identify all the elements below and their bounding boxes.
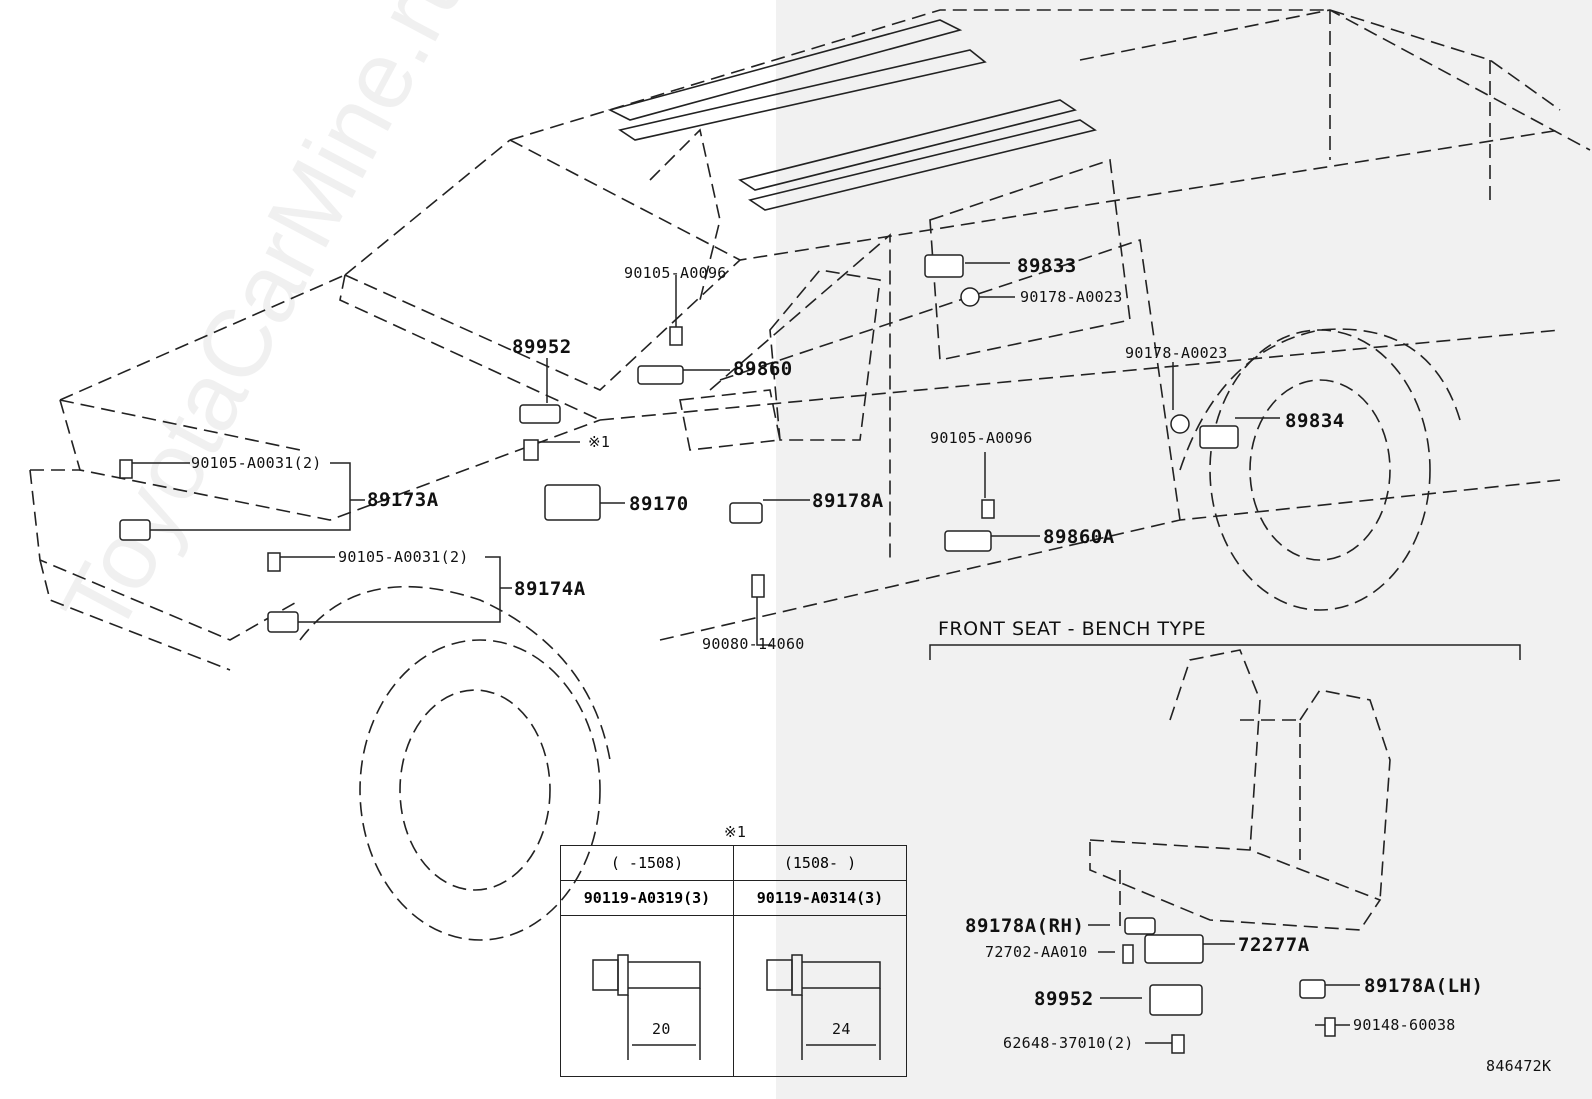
bolt-reference-table: ( -1508) (1508- ) 90119-A0319(3) 90119-A… bbox=[560, 845, 907, 1077]
part-label-90178-a0023-upper[interactable]: 90178-A0023 bbox=[1020, 288, 1123, 306]
ref-col1-part[interactable]: 90119-A0319(3) bbox=[560, 880, 734, 916]
part-label-90178-a0023-lower[interactable]: 90178-A0023 bbox=[1125, 344, 1228, 362]
part-label-90080-14060[interactable]: 90080-14060 bbox=[702, 635, 805, 653]
part-label-72702-aa010[interactable]: 72702-AA010 bbox=[985, 943, 1088, 961]
part-label-89952[interactable]: 89952 bbox=[512, 336, 572, 358]
part-label-89833[interactable]: 89833 bbox=[1017, 255, 1077, 277]
part-label-89170[interactable]: 89170 bbox=[629, 493, 689, 515]
part-label-89860a[interactable]: 89860A bbox=[1043, 526, 1115, 548]
part-label-90148-60038[interactable]: 90148-60038 bbox=[1353, 1016, 1456, 1034]
part-label-72277a[interactable]: 72277A bbox=[1238, 934, 1310, 956]
part-label-90105-a0096-upper[interactable]: 90105-A0096 bbox=[624, 264, 727, 282]
reference-mark: ※1 bbox=[588, 433, 611, 451]
diagram-background-right bbox=[776, 0, 1592, 1099]
ref-col1-range: ( -1508) bbox=[560, 845, 734, 881]
part-label-89860[interactable]: 89860 bbox=[733, 358, 793, 380]
part-label-90105-a0031-upper[interactable]: 90105-A0031(2) bbox=[191, 454, 322, 472]
part-label-89178a-rh[interactable]: 89178A(RH) bbox=[965, 915, 1085, 937]
ref-col1-drawing bbox=[560, 915, 734, 1077]
part-label-89178a-lh[interactable]: 89178A(LH) bbox=[1364, 975, 1484, 997]
part-label-89178a[interactable]: 89178A bbox=[812, 490, 884, 512]
diagram-id: 846472K bbox=[1486, 1057, 1552, 1075]
ref-col2-range: (1508- ) bbox=[733, 845, 907, 881]
bolt-length-col2: 24 bbox=[832, 1020, 851, 1038]
part-label-89834[interactable]: 89834 bbox=[1285, 410, 1345, 432]
part-label-89173a[interactable]: 89173A bbox=[367, 489, 439, 511]
section-title: FRONT SEAT - BENCH TYPE bbox=[938, 618, 1207, 640]
part-label-89174a[interactable]: 89174A bbox=[514, 578, 586, 600]
ref-col2-part[interactable]: 90119-A0314(3) bbox=[733, 880, 907, 916]
ref-table-note: ※1 bbox=[724, 823, 747, 841]
part-label-90105-a0096-lower[interactable]: 90105-A0096 bbox=[930, 429, 1033, 447]
bolt-length-col1: 20 bbox=[652, 1020, 671, 1038]
part-label-90105-a0031-lower[interactable]: 90105-A0031(2) bbox=[338, 548, 469, 566]
ref-col2-drawing bbox=[733, 915, 907, 1077]
part-label-62648-37010[interactable]: 62648-37010(2) bbox=[1003, 1034, 1134, 1052]
part-label-89952-seat[interactable]: 89952 bbox=[1034, 988, 1094, 1010]
